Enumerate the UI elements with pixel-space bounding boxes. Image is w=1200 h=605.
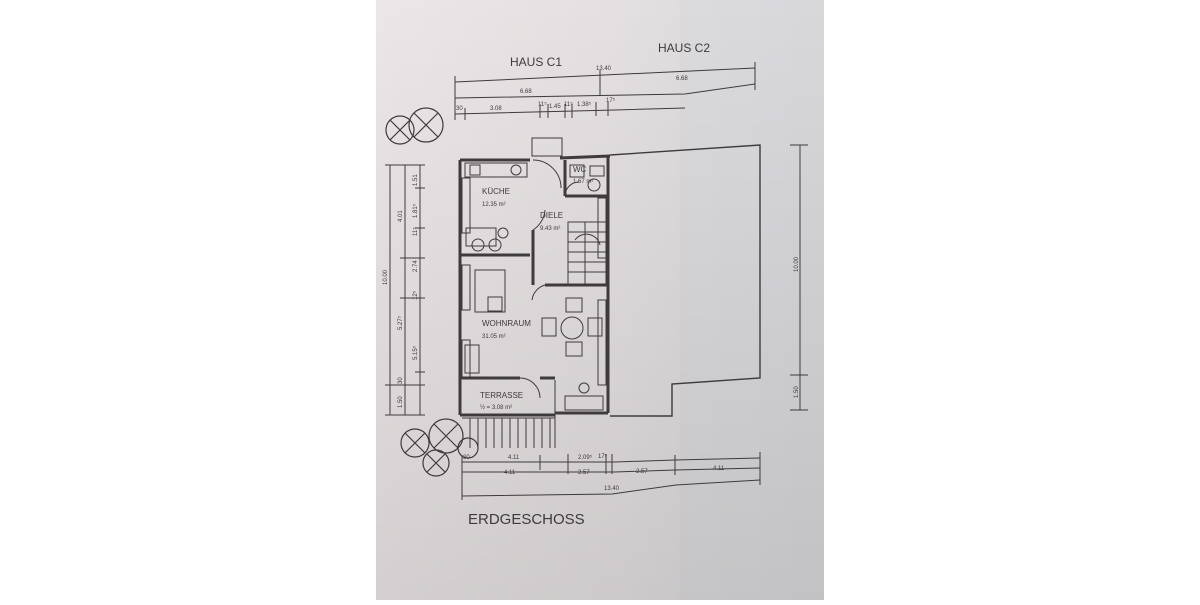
haus-c1-label: HAUS C1: [510, 55, 562, 69]
dim-top-308: 3.08: [490, 106, 502, 112]
haus-c2-label: HAUS C2: [658, 41, 710, 55]
dim-bottom-411a: 4.11: [508, 455, 520, 461]
dim-top-138: 1.38⁵: [577, 101, 592, 108]
dim-top-c1: 6.68: [520, 89, 532, 95]
dim-left-401: 4.01: [398, 210, 404, 222]
room-diele-area: 9.43 m²: [540, 226, 560, 232]
dim-left-150: 1.50: [398, 396, 404, 408]
dim-bottom-total: 13.40: [604, 486, 620, 492]
kitchen-fixtures: [464, 162, 528, 252]
dim-top-175: 17⁵: [606, 97, 616, 104]
dim-top-c2: 6.68: [676, 76, 688, 82]
staircase: [567, 221, 607, 285]
bottom-dimension-lines: [461, 452, 761, 500]
room-wc-name: WC: [573, 165, 587, 174]
dim-top-30: 30: [456, 106, 463, 112]
room-terrasse-area: ½ = 3.08 m²: [480, 404, 512, 411]
room-wohnraum-area: 31.05 m²: [482, 334, 506, 340]
living-furniture: [464, 269, 604, 411]
dim-bottom-30: 30: [463, 455, 470, 461]
room-wc-area: 1.67 m²: [573, 179, 593, 185]
haus-c1-walls: [458, 154, 611, 417]
tree-symbols: [385, 107, 479, 477]
dim-top-total: 13.40: [596, 66, 612, 72]
dim-bottom-411c: 4.11: [713, 466, 725, 472]
top-dimension-lines: [454, 62, 756, 120]
dim-right-total: 10.00: [794, 256, 800, 272]
terrace-hatch: [462, 380, 556, 448]
dim-left-527: 5.27⁵: [397, 315, 404, 330]
dim-left-151: 1.51: [413, 174, 419, 186]
dim-left-30: 30: [398, 377, 404, 384]
room-diele-name: DIELE: [540, 211, 563, 220]
room-kueche-name: KÜCHE: [482, 187, 510, 196]
wc-fixtures: [569, 164, 605, 192]
door-swings: [519, 159, 580, 399]
dim-left-181: 1.81⁵: [412, 203, 419, 218]
dim-left-12: 12⁵: [412, 290, 419, 300]
dim-top-115b: 11⁵: [564, 101, 573, 108]
room-terrasse-name: TERRASSE: [480, 391, 523, 400]
dim-bottom-209: 2.09⁵: [578, 454, 593, 461]
room-wohnraum-name: WOHNRAUM: [482, 319, 531, 328]
dim-right-150: 1.50: [794, 386, 800, 398]
room-kueche-area: 12.35 m²: [482, 202, 506, 208]
left-dimension-lines: [385, 164, 425, 416]
dim-bottom-175: 17⁵: [598, 453, 608, 460]
dim-bottom-257a: 2.57: [578, 470, 590, 476]
dim-left-11: 11⁵: [412, 227, 419, 236]
right-dimension-lines: [790, 144, 808, 411]
dim-top-145: 1.45: [549, 104, 561, 110]
dim-left-274: 2.74: [413, 260, 419, 272]
dim-bottom-411b: 4.11: [504, 470, 516, 476]
dim-bottom-257b: 2.57: [636, 469, 648, 475]
dim-left-515: 5.15⁵: [412, 345, 419, 360]
dim-top-115: 11⁵: [538, 101, 547, 108]
dim-left-total: 10.00: [383, 269, 389, 285]
haus-c2-outline: [609, 144, 761, 417]
floor-title: ERDGESCHOSS: [468, 511, 585, 528]
